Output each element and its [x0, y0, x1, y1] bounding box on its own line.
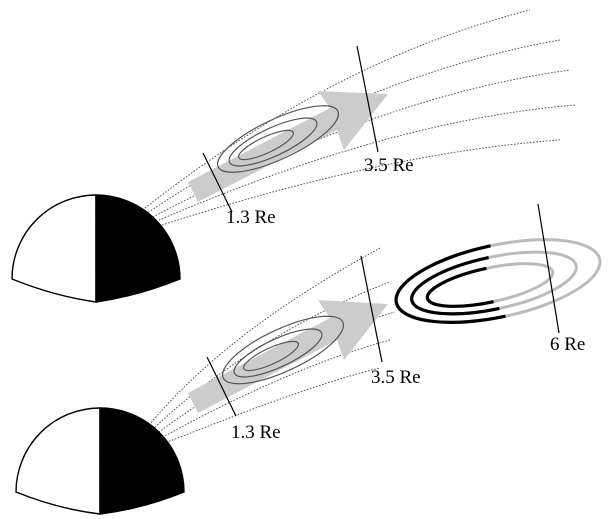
top-outer-radius-label: 3.5 Re: [364, 155, 414, 176]
top-belt-ring-middle: [228, 117, 318, 167]
bottom-outer-radius-label: 6 Re: [550, 334, 585, 355]
top-field-line: [139, 9, 531, 213]
bottom-field-lines: [144, 247, 396, 447]
bottom-middle-radius-label: 3.5 Re: [371, 367, 421, 388]
outer-belt-dark-arc-inner: [425, 266, 494, 308]
outer-belt-dark-arc-outer: [394, 244, 506, 324]
top-panel: 1.3 Re 3.5 Re: [11, 9, 576, 303]
bottom-flow-arrow: [188, 300, 388, 413]
top-earth-day-side: [11, 194, 97, 303]
bottom-belt-ring-middle: [233, 328, 323, 378]
bottom-inner-marker-line: [206, 356, 237, 417]
top-flow-arrow: [188, 91, 388, 202]
top-inner-marker-line: [202, 152, 233, 213]
bottom-earth-icon: [15, 407, 185, 515]
top-belt-ring-inner: [238, 129, 294, 161]
bottom-belt-ring-inner: [243, 340, 299, 372]
bottom-field-line: [144, 247, 381, 431]
top-belt-rings: [216, 105, 340, 173]
bottom-middle-marker-line: [360, 255, 383, 363]
top-earth-icon: [11, 194, 181, 303]
top-belt-ring-outer: [216, 105, 340, 173]
bottom-panel: 1.3 Re 3.5 Re 6 Re: [15, 203, 602, 515]
top-earth-night-side: [95, 194, 181, 303]
top-field-line: [149, 104, 576, 225]
top-outer-marker-line: [356, 45, 379, 153]
outer-belt-dark-arcs: [394, 244, 506, 324]
bottom-earth-day-side: [15, 407, 101, 515]
bottom-field-line: [147, 281, 391, 435]
bottom-belt-ring-outer: [221, 315, 345, 385]
bottom-earth-night-side: [99, 407, 185, 515]
bottom-belt-rings: [221, 315, 345, 385]
top-inner-radius-label: 1.3 Re: [226, 207, 276, 228]
top-field-line: [146, 69, 571, 221]
bottom-field-line: [156, 367, 381, 447]
outer-belt-dark-arc-middle: [410, 256, 500, 316]
bottom-inner-radius-label: 1.3 Re: [231, 422, 281, 443]
bottom-outer-marker-line: [537, 203, 560, 334]
